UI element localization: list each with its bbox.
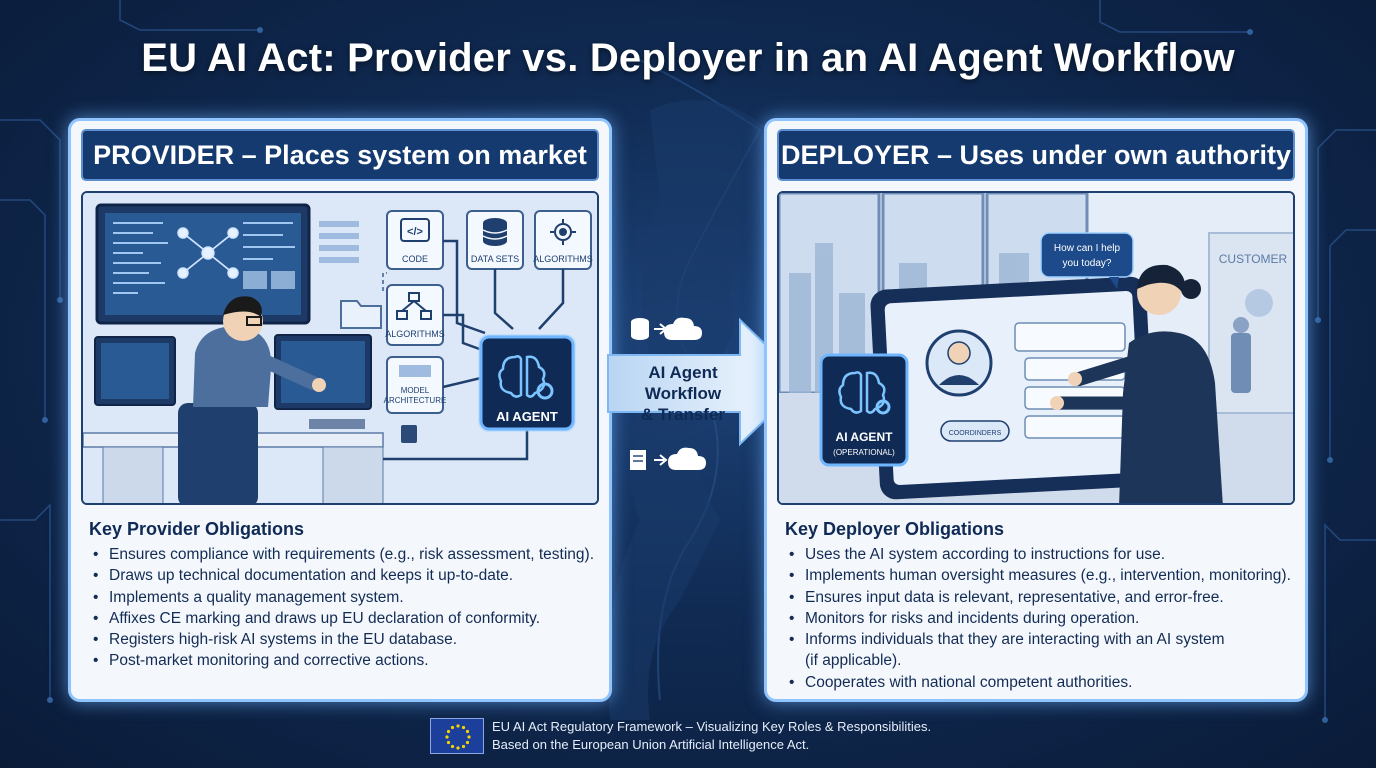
screen-button-label: COORDINDERS bbox=[949, 430, 1002, 437]
transfer-label-line2: Workflow bbox=[644, 384, 722, 403]
neural-network-icon bbox=[177, 227, 239, 279]
provider-obligation-item: Ensures compliance with requirements (e.… bbox=[89, 544, 599, 566]
model-architecture-label-1: MODEL bbox=[401, 386, 430, 395]
transfer-arrow bbox=[607, 317, 806, 470]
algorithms-label: ALGORITHMS bbox=[385, 329, 445, 339]
customer-sign: CUSTOMER bbox=[1219, 252, 1288, 266]
tablet-screen: COORDINDERS bbox=[870, 276, 1156, 500]
provider-ai-agent-label: AI AGENT bbox=[496, 409, 558, 424]
gear-icon bbox=[536, 382, 554, 400]
deployer-obligations: Key Deployer Obligations Uses the AI sys… bbox=[785, 519, 1295, 693]
transfer-label: AI Agent Workflow & Transfer bbox=[628, 362, 738, 425]
provider-ai-agent-box: AI AGENT bbox=[478, 334, 576, 432]
provider-obligation-item: Registers high-risk AI systems in the EU… bbox=[89, 629, 599, 651]
speech-bubble: How can I help you today? bbox=[1040, 232, 1134, 289]
background-person bbox=[1231, 317, 1251, 393]
model-architecture-label-2: ARCHITECTURE bbox=[384, 396, 447, 405]
folder-icon bbox=[340, 300, 382, 329]
deployer-obligations-title: Key Deployer Obligations bbox=[785, 519, 1005, 539]
svg-text:</>: </> bbox=[407, 226, 423, 238]
data-sets-tile: DATA SETS bbox=[466, 210, 524, 270]
provider-illustration: </> CODE DATA SETS bbox=[83, 193, 597, 503]
deployer-ai-agent-sublabel: (OPERATIONAL) bbox=[833, 448, 895, 457]
deployer-person bbox=[1050, 264, 1223, 503]
person-icon bbox=[925, 329, 993, 397]
deployer-ai-agent-box: AI AGENT (OPERATIONAL) bbox=[819, 353, 909, 467]
cloud-icon-lower bbox=[668, 447, 706, 470]
algorithms-top-label: ALGORITHMS bbox=[533, 254, 593, 264]
footer-line-2: Based on the European Union Artificial I… bbox=[492, 737, 810, 752]
algorithms-top-tile: ALGORITHMS bbox=[533, 210, 593, 270]
footer: EU AI Act Regulatory Framework – Visuali… bbox=[430, 716, 990, 756]
speech-line-2: you today? bbox=[1063, 258, 1112, 269]
document-icon bbox=[630, 450, 646, 470]
deployer-obligation-item: Informs individuals that they are intera… bbox=[785, 629, 1295, 651]
database-icon bbox=[482, 218, 508, 246]
cloud-icon bbox=[664, 317, 702, 340]
data-sets-label: DATA SETS bbox=[471, 254, 519, 264]
provider-obligations: Key Provider Obligations Ensures complia… bbox=[89, 519, 599, 672]
provider-obligation-item: Affixes CE marking and draws up EU decla… bbox=[89, 608, 599, 630]
deployer-scene: CUSTOMER COORDINDERS bbox=[777, 191, 1295, 505]
eu-flag-icon bbox=[430, 718, 484, 754]
provider-heading: PROVIDER – Places system on market bbox=[81, 129, 599, 181]
deployer-obligation-item: Uses the AI system according to instruct… bbox=[785, 544, 1295, 566]
deployer-ai-agent-label: AI AGENT bbox=[836, 430, 894, 444]
large-monitor bbox=[95, 203, 311, 325]
footer-line-1: EU AI Act Regulatory Framework – Visuali… bbox=[492, 719, 932, 734]
deployer-obligation-continuation: (if applicable). bbox=[805, 652, 902, 670]
provider-panel: PROVIDER – Places system on market bbox=[68, 118, 612, 702]
deployer-obligation-item: Implements human oversight measures (e.g… bbox=[785, 565, 1295, 587]
deployer-panel: DEPLOYER – Uses under own authority CUST… bbox=[764, 118, 1308, 702]
provider-obligation-item: Post-market monitoring and corrective ac… bbox=[89, 650, 599, 672]
deployer-heading: DEPLOYER – Uses under own authority bbox=[777, 129, 1295, 181]
code-icon: </> bbox=[400, 218, 430, 242]
provider-scene: </> CODE DATA SETS bbox=[81, 191, 599, 505]
deployer-illustration: CUSTOMER COORDINDERS bbox=[779, 193, 1293, 503]
deployer-obligation-item: Ensures input data is relevant, represen… bbox=[785, 587, 1295, 609]
transfer-label-line3: & Transfer bbox=[640, 405, 726, 424]
brain-icon-operational bbox=[838, 371, 886, 414]
algorithms-tile: ALGORITHMS bbox=[385, 284, 445, 346]
gear-icon-operational bbox=[875, 399, 891, 415]
page-title: EU AI Act: Provider vs. Deployer in an A… bbox=[141, 36, 1235, 80]
footer-text: EU AI Act Regulatory Framework – Visuali… bbox=[492, 718, 931, 754]
developer-person bbox=[178, 296, 326, 503]
provider-obligation-item: Draws up technical documentation and kee… bbox=[89, 565, 599, 587]
provider-obligation-item: Implements a quality management system. bbox=[89, 587, 599, 609]
transfer-label-line1: AI Agent bbox=[648, 363, 718, 382]
brain-icon bbox=[498, 355, 546, 398]
code-label: CODE bbox=[402, 254, 428, 264]
gear-network-icon bbox=[550, 219, 576, 245]
provider-obligations-title: Key Provider Obligations bbox=[89, 519, 305, 539]
model-architecture-tile: MODEL ARCHITECTURE bbox=[384, 356, 447, 414]
database-transfer-icon bbox=[631, 318, 649, 340]
deployer-obligation-item: Monitors for risks and incidents during … bbox=[785, 608, 1295, 630]
speech-line-1: How can I help bbox=[1054, 243, 1121, 254]
code-tile: </> CODE bbox=[386, 210, 444, 270]
deployer-obligation-item: Cooperates with national competent autho… bbox=[785, 672, 1295, 694]
flowchart-icon bbox=[396, 292, 432, 320]
